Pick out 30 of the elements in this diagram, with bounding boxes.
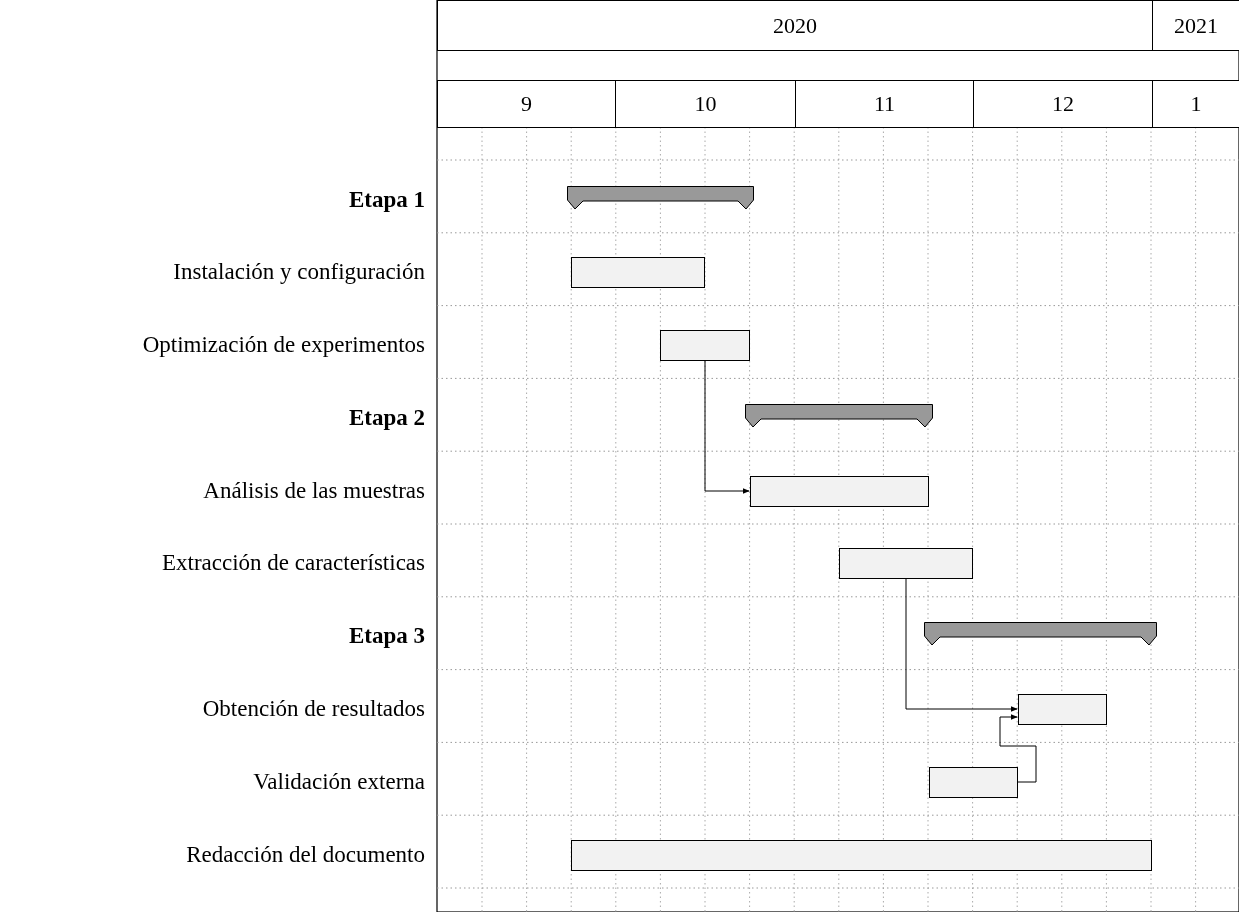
task-label: Obtención de resultados xyxy=(202,696,425,722)
phase-label: Etapa 2 xyxy=(348,405,425,431)
task-bar xyxy=(750,476,929,507)
month-cell: 1 xyxy=(1152,80,1239,128)
year-cell: 2020 xyxy=(437,0,1153,51)
task-bar xyxy=(839,548,973,579)
task-label: Redacción del documento xyxy=(186,842,425,868)
phase-label: Etapa 3 xyxy=(348,623,425,649)
month-cell: 12 xyxy=(973,80,1153,128)
task-label: Validación externa xyxy=(253,769,425,795)
summary-bar xyxy=(745,404,933,428)
task-bar xyxy=(660,330,750,361)
dependency-arrow xyxy=(704,360,750,494)
summary-bar xyxy=(924,622,1157,646)
task-label: Análisis de las muestras xyxy=(203,478,425,504)
month-cell: 11 xyxy=(795,80,974,128)
month-cell: 9 xyxy=(437,80,616,128)
phase-label: Etapa 1 xyxy=(348,187,425,213)
task-label: Extracción de características xyxy=(161,550,425,576)
task-bar xyxy=(1018,694,1107,725)
task-bar xyxy=(571,840,1152,871)
task-bar xyxy=(929,767,1018,798)
summary-bar xyxy=(567,186,754,210)
task-label: Instalación y configuración xyxy=(173,259,425,285)
month-cell: 10 xyxy=(615,80,796,128)
task-label: Optimización de experimentos xyxy=(142,332,425,358)
dependency-arrow xyxy=(999,714,1037,783)
dependency-arrow xyxy=(905,578,1018,712)
task-bar xyxy=(571,257,705,288)
year-cell: 2021 xyxy=(1152,0,1239,51)
